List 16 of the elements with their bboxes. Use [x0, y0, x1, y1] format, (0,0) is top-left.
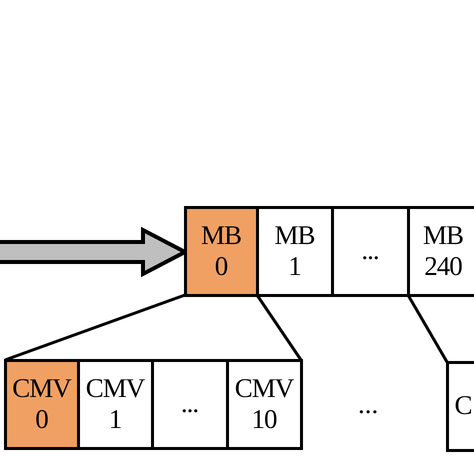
- cell-label: MB 0: [200, 220, 242, 282]
- cell-label: MB 240: [422, 220, 464, 282]
- cell-label: MB 1: [273, 220, 316, 282]
- cell-label: C: [454, 390, 472, 422]
- cell-label: CMV 0: [11, 372, 72, 436]
- cell: [4, 358, 80, 450]
- cell: [446, 360, 474, 452]
- cell-label: ...: [361, 235, 379, 267]
- cell: [184, 206, 258, 296]
- cell-label: CMV 10: [234, 372, 295, 436]
- cell-label: CMV 1: [84, 372, 146, 436]
- connector-line: [406, 294, 448, 363]
- cell-label: ...: [180, 388, 198, 420]
- connector-line: [256, 294, 302, 361]
- ellipsis-label: ...: [358, 388, 378, 421]
- connector-line: [4, 294, 186, 362]
